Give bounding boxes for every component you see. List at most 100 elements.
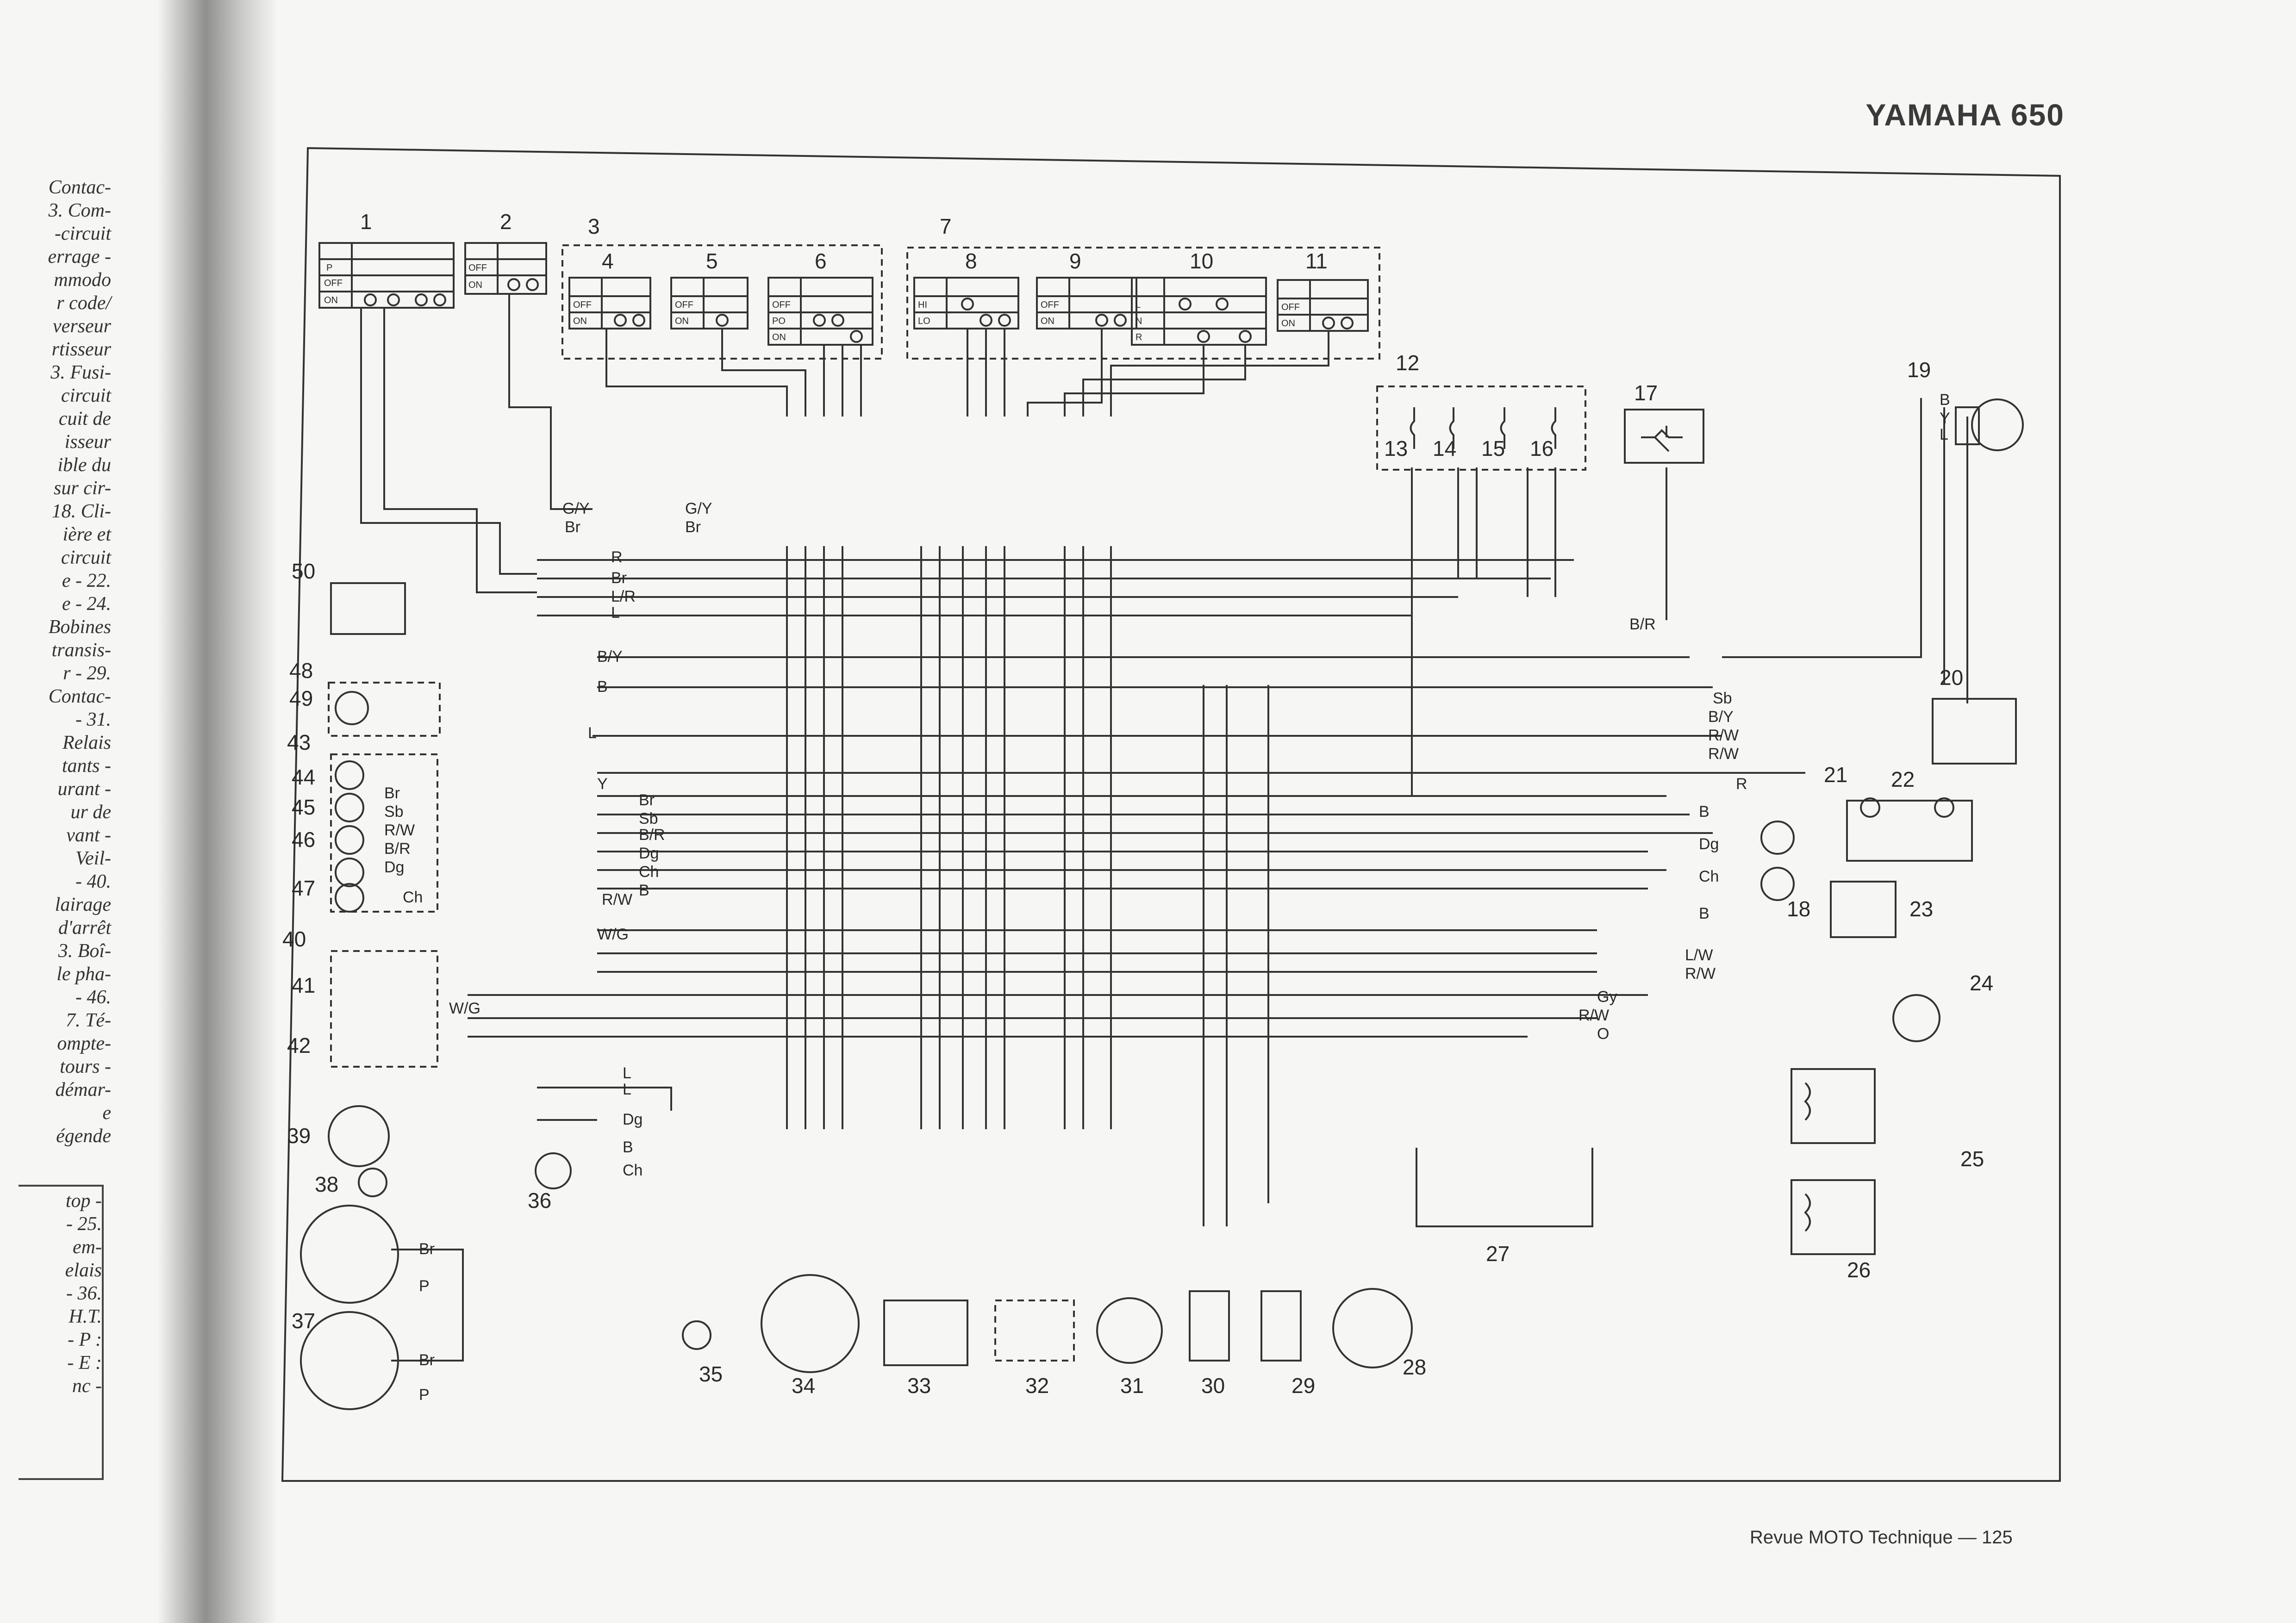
svg-text:L/W: L/W <box>1685 946 1713 964</box>
svg-text:Dg: Dg <box>384 858 404 876</box>
callout-34: 34 <box>792 1374 815 1398</box>
horn-37a <box>300 1205 399 1304</box>
svg-text:G/Y: G/Y <box>685 500 712 517</box>
switch-2: OFF ON <box>464 242 547 295</box>
legend-line: r - 29. <box>63 663 111 684</box>
label-off: OFF <box>324 278 343 288</box>
legend-line: e - 24. <box>62 593 111 615</box>
legend-line: tants - <box>62 755 111 777</box>
callout-46: 46 <box>292 827 315 852</box>
legend-line: em- <box>73 1237 102 1258</box>
callout-21: 21 <box>1824 763 1847 787</box>
switch-6: OFF PO ON <box>767 277 873 346</box>
legend-line: le pha- <box>56 964 111 985</box>
callout-7: 7 <box>940 214 952 238</box>
svg-text:ON: ON <box>772 332 786 342</box>
callout-32: 32 <box>1025 1374 1049 1398</box>
callout-36: 36 <box>528 1188 551 1213</box>
legend-line: - 46. <box>75 987 111 1008</box>
svg-text:L: L <box>611 604 620 622</box>
svg-text:ON: ON <box>1041 316 1054 326</box>
callout-13: 13 <box>1384 436 1408 460</box>
callout-31: 31 <box>1120 1374 1144 1398</box>
svg-text:P: P <box>419 1277 430 1295</box>
lamp-36 <box>535 1152 572 1189</box>
callout-8: 8 <box>965 249 977 273</box>
svg-text:OFF: OFF <box>1281 302 1300 312</box>
svg-text:B: B <box>1940 391 1950 409</box>
svg-text:Br: Br <box>639 791 655 809</box>
callout-23: 23 <box>1909 897 1933 921</box>
svg-text:L: L <box>623 1081 631 1098</box>
callout-15: 15 <box>1481 436 1505 460</box>
label-p: P <box>326 263 332 273</box>
switch-4: OFF ON <box>568 277 651 330</box>
legend-fragment-lower: top -- 25.em-elais- 36.H.T.- P :- E :nc … <box>19 1189 102 1398</box>
legend-line: e <box>102 1102 111 1124</box>
legend-line: Contac- <box>48 686 111 707</box>
callout-6: 6 <box>815 249 827 273</box>
legend-line: Contac- <box>48 177 111 198</box>
callout-39: 39 <box>287 1124 311 1148</box>
flasher-18b <box>1760 867 1795 901</box>
svg-text:Dg: Dg <box>623 1111 643 1128</box>
callout-20: 20 <box>1940 665 1963 690</box>
callout-38: 38 <box>315 1172 338 1196</box>
legend-line: démar- <box>55 1079 111 1101</box>
svg-text:Sb: Sb <box>384 803 404 821</box>
svg-text:R: R <box>611 548 623 566</box>
legend-line: ible du <box>57 454 111 476</box>
svg-text:L: L <box>1136 300 1141 310</box>
svg-text:PO: PO <box>772 316 786 326</box>
callout-16: 16 <box>1530 436 1554 460</box>
group-41-42 <box>330 950 438 1068</box>
legend-line: tours - <box>60 1056 111 1077</box>
callout-4: 4 <box>602 249 614 273</box>
legend-line: elais <box>65 1260 102 1281</box>
svg-text:B: B <box>1699 905 1710 922</box>
switch-30 <box>1189 1290 1230 1362</box>
switch-11: OFF ON <box>1277 279 1369 332</box>
flasher-18a <box>1760 821 1795 855</box>
legend-line: - 31. <box>75 709 111 730</box>
svg-text:B: B <box>639 882 649 899</box>
svg-text:L: L <box>623 1064 631 1082</box>
callout-40: 40 <box>282 927 306 951</box>
svg-text:R/W: R/W <box>1685 965 1716 983</box>
callout-33: 33 <box>907 1374 931 1398</box>
legend-line: sur cir- <box>54 478 111 499</box>
callout-49: 49 <box>289 686 313 710</box>
callout-17: 17 <box>1634 381 1658 405</box>
svg-text:Gy: Gy <box>1597 988 1617 1006</box>
headlight-19 <box>1971 398 2024 451</box>
callout-3: 3 <box>588 214 600 238</box>
ignition-coil-26 <box>1791 1179 1876 1255</box>
callout-18: 18 <box>1787 897 1810 921</box>
svg-text:B/Y: B/Y <box>597 648 623 665</box>
component-50 <box>330 582 406 635</box>
svg-text:R: R <box>1136 332 1142 342</box>
ignition-switch: OFF ON P <box>318 242 455 309</box>
svg-text:OFF: OFF <box>772 300 791 310</box>
svg-text:B/R: B/R <box>1629 616 1656 633</box>
page-title: YAMAHA 650 <box>1866 98 2065 132</box>
legend-line: lairage <box>55 894 111 915</box>
legend-line: 3. Fusi- <box>50 362 111 383</box>
svg-text:Br: Br <box>384 784 400 802</box>
callout-37: 37 <box>292 1309 315 1333</box>
legend-line: ur de <box>70 802 112 823</box>
svg-text:W/G: W/G <box>449 1000 480 1017</box>
svg-text:B/R: B/R <box>384 840 411 858</box>
svg-text:Ch: Ch <box>1699 868 1719 885</box>
callout-44: 44 <box>292 765 315 789</box>
group-44-47 <box>330 753 438 913</box>
svg-text:B: B <box>597 678 608 696</box>
legend-line: - P : <box>68 1329 102 1350</box>
switch-8: HI LO <box>913 277 1019 330</box>
svg-text:N: N <box>1136 316 1142 326</box>
legend-line: 3. Boî- <box>58 940 111 962</box>
scan-shadow <box>157 0 278 1623</box>
svg-text:R: R <box>1736 775 1747 793</box>
